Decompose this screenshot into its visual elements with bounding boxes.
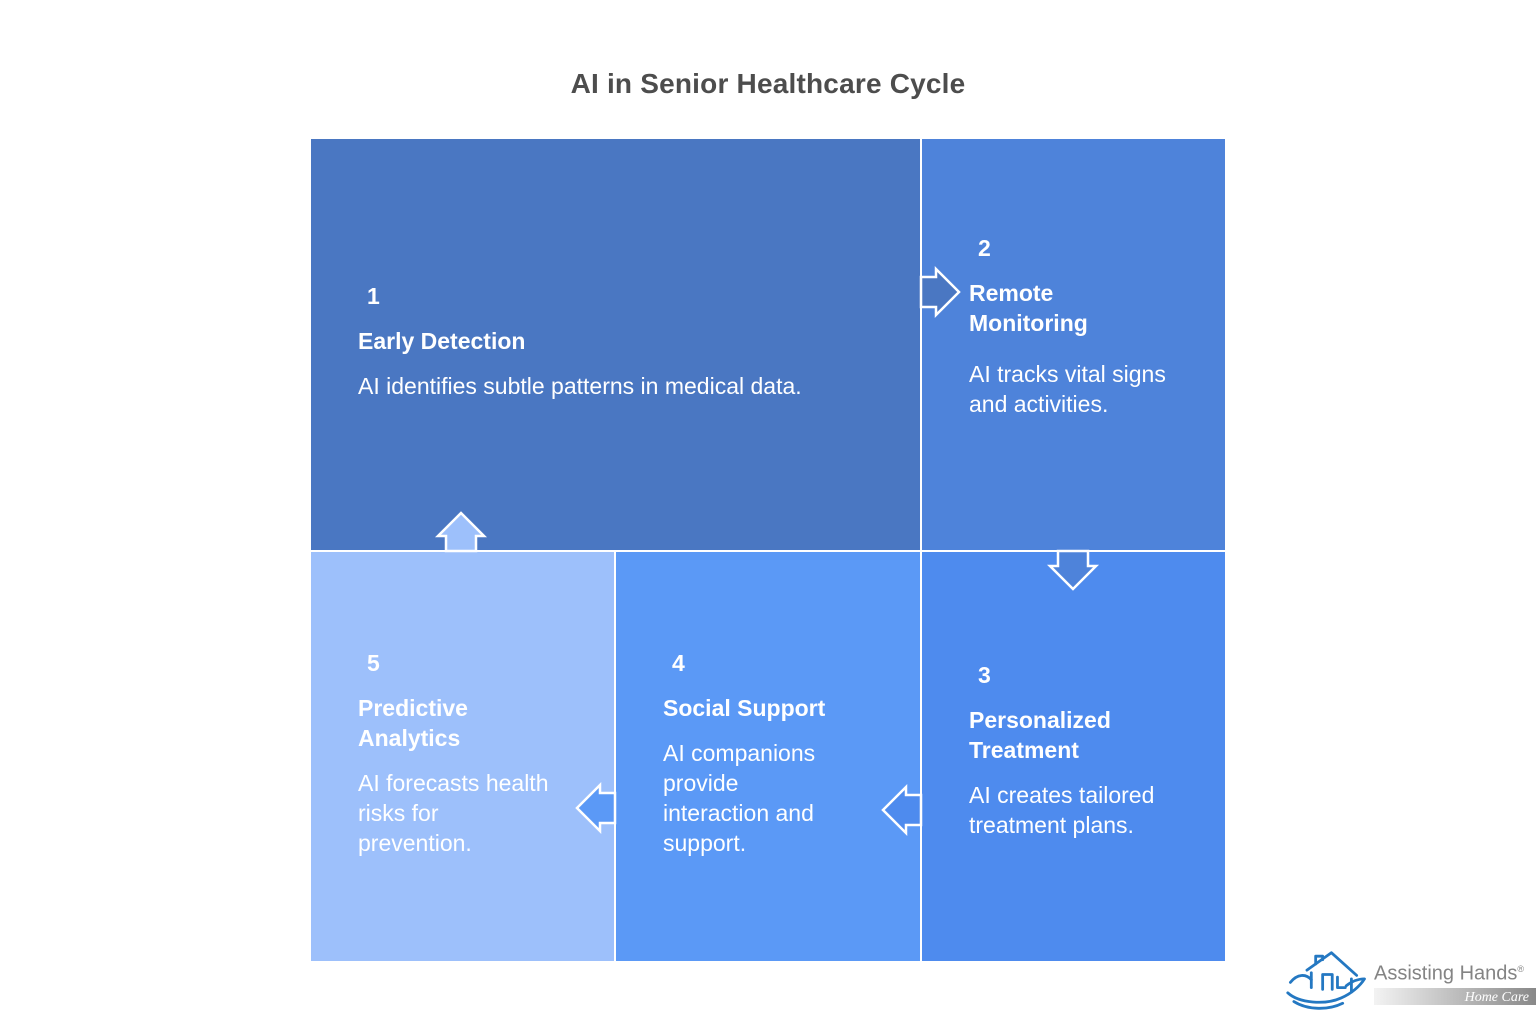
assisting-hands-logo: Assisting Hands® Home Care [1283,944,1536,1014]
step-title: Early Detection [358,328,526,354]
step-block-social-support: 4 Social Support AI companions provide i… [615,551,921,962]
step-block-early-detection: 1 Early Detection AI identifies subtle p… [310,138,921,551]
step-description: AI companions provide interaction and su… [663,740,816,856]
step-block-predictive-analytics: 5 Predictive Analytics AI forecasts heal… [310,551,615,962]
step-title: Remote Monitoring [969,280,1088,336]
step-block-personalized-treatment: 3 Personalized Treatment AI creates tail… [921,551,1226,962]
step-number: 4 [672,650,685,676]
step-number: 3 [978,662,991,688]
step-description: AI identifies subtle patterns in medical… [358,373,802,399]
step-number: 5 [367,650,380,676]
cycle-diagram: 1 Early Detection AI identifies subtle p… [310,138,1226,962]
page-title: AI in Senior Healthcare Cycle [570,68,966,99]
step-title: Social Support [663,695,826,721]
step-block-remote-monitoring: 2 Remote Monitoring AI tracks vital sign… [921,138,1226,551]
step-description: AI forecasts health risks for prevention… [358,770,549,856]
step-description: AI creates tailored treatment plans. [969,782,1155,838]
step-number: 1 [367,283,380,309]
step-title: Personalized Treatment [969,707,1111,763]
logo-tagline-banner: Home Care [1374,987,1536,1005]
logo-brand-name: Assisting Hands® [1374,962,1525,985]
logo-tagline: Home Care [1464,989,1529,1005]
registered-mark: ® [1517,964,1525,974]
step-number: 2 [978,235,991,261]
logo-text: Assisting Hands® Home Care [1374,958,1536,1005]
step-title: Predictive Analytics [358,695,468,751]
step-description: AI tracks vital signs and activities. [969,361,1166,417]
hand-house-icon [1286,951,1366,1010]
